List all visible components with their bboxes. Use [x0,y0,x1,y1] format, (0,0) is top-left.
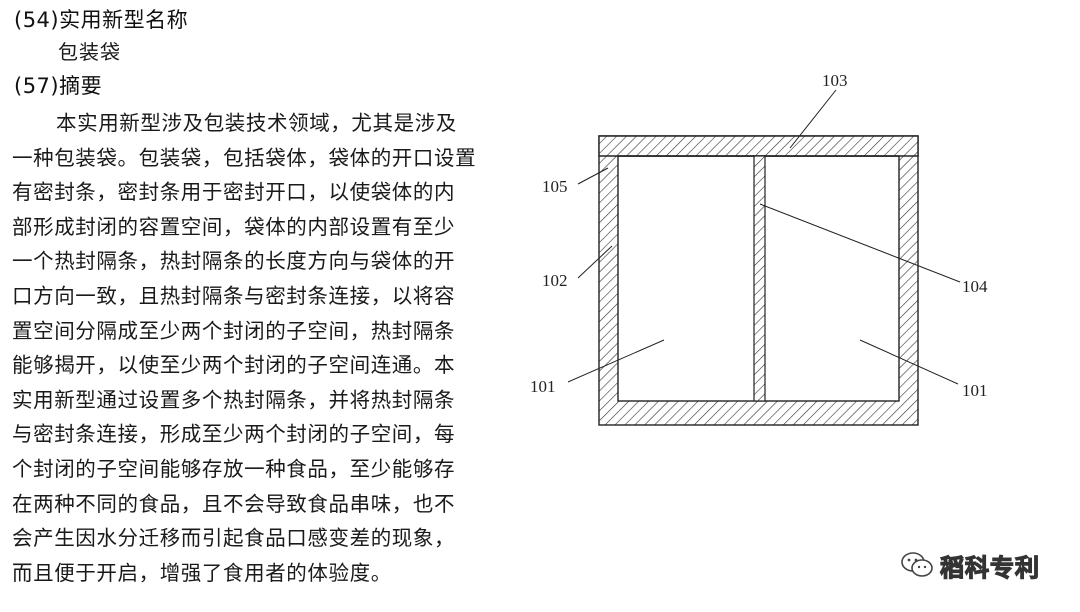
abstract-line: 个封闭的子空间能够存放一种食品，至少能够存 [12,456,456,481]
field-54-label: (54)实用新型名称 [14,8,189,32]
abstract-line: 有密封条，密封条用于密封开口，以使袋体的内 [12,180,456,205]
abstract-line: 与密封条连接，形成至少两个封闭的子空间，每 [12,422,456,447]
abstract-line: 部形成封闭的容置空间，袋体的内部设置有至少 [12,214,456,239]
watermark: 稻科专利 [900,545,1040,585]
abstract-line: 能够揭开，以使至少两个封闭的子空间连通。本 [12,353,456,378]
abstract-text: 本实用新型涉及包装技术领域，尤其是涉及 一种包装袋。包装袋，包括袋体，袋体的开口… [12,106,488,590]
abstract-line: 口方向一致，且热封隔条与密封条连接，以将容 [12,283,456,308]
field-57-label: (57)摘要 [14,74,103,98]
wechat-icon [901,552,933,577]
abstract-line: 在两种不同的食品，且不会导致食品串味，也不 [12,491,456,516]
label-105: 105 [542,177,568,196]
label-101-left: 101 [530,377,556,396]
abstract-line: 实用新型通过设置多个热封隔条，并将热封隔条 [12,387,456,412]
label-104: 104 [962,277,988,296]
utility-model-name: 包装袋 [58,40,121,64]
abstract-line: 而且便于开启，增强了食用者的体验度。 [12,560,392,585]
leader-lines [567,89,961,385]
abstract-line: 置空间分隔成至少两个封闭的子空间，热封隔条 [12,318,456,343]
heat-seal-strip [753,155,766,402]
label-102: 102 [542,271,568,290]
abstract-line: 一种包装袋。包装袋，包括袋体，袋体的开口设置 [12,145,477,170]
label-103: 103 [822,71,848,90]
abstract-line: 会产生因水分迁移而引起食品口感变差的现象， [12,526,456,551]
abstract-line: 一个热封隔条，热封隔条的长度方向与袋体的开 [12,249,456,274]
abstract-line: 本实用新型涉及包装技术领域，尤其是涉及 [56,111,457,135]
label-101-right: 101 [962,381,988,400]
watermark-text: 稻科专利 [939,553,1040,582]
packaging-bag-drawing: 103 105 102 104 101 101 [530,71,988,426]
